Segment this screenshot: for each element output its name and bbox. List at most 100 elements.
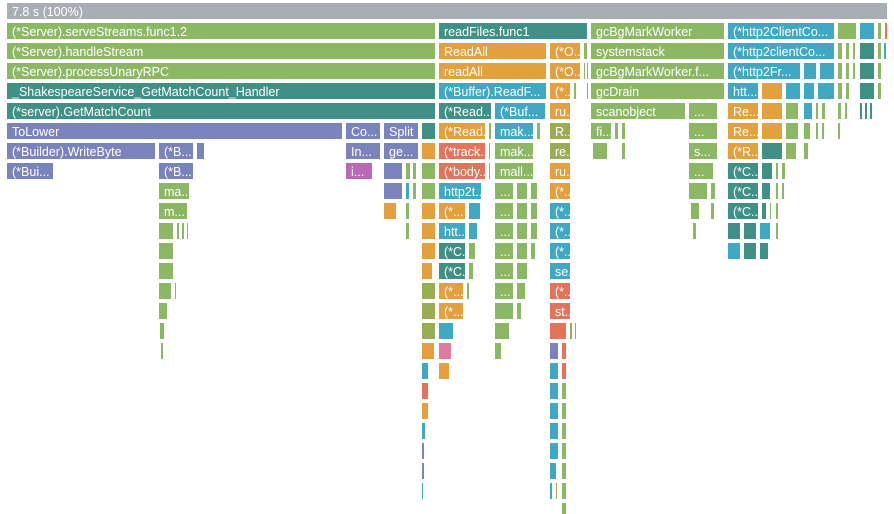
flame-frame-unlabeled[interactable] xyxy=(586,62,589,80)
flame-frame[interactable]: (*C... xyxy=(727,162,759,180)
flame-frame-unlabeled[interactable] xyxy=(817,82,835,100)
flame-frame-unlabeled[interactable] xyxy=(743,222,757,240)
flame-frame[interactable]: (*C... xyxy=(727,182,759,200)
flame-frame-unlabeled[interactable] xyxy=(421,262,433,280)
flame-frame[interactable]: ge... xyxy=(383,142,419,160)
flame-frame-unlabeled[interactable] xyxy=(815,122,819,140)
flame-frame[interactable]: (*C... xyxy=(727,202,759,220)
flame-frame[interactable]: (*Buf... xyxy=(494,102,546,120)
flame-frame-unlabeled[interactable] xyxy=(837,42,843,60)
flame-frame[interactable]: ... xyxy=(494,222,514,240)
flame-frame-unlabeled[interactable] xyxy=(710,182,716,200)
flame-frame-unlabeled[interactable] xyxy=(160,342,164,360)
flame-frame-unlabeled[interactable] xyxy=(877,22,882,40)
flame-frame[interactable]: (*http2Fr... xyxy=(727,62,801,80)
flame-frame-unlabeled[interactable] xyxy=(536,122,541,140)
flame-frame[interactable]: (*Builder).WriteByte xyxy=(6,142,156,160)
flame-frame-unlabeled[interactable] xyxy=(549,482,553,500)
flame-frame[interactable]: Split xyxy=(383,122,419,140)
flame-frame-unlabeled[interactable] xyxy=(421,442,425,460)
flame-frame[interactable]: (*... xyxy=(438,302,464,320)
flame-frame-unlabeled[interactable] xyxy=(803,102,813,120)
flame-frame-unlabeled[interactable] xyxy=(530,182,538,200)
flame-frame[interactable]: (*... xyxy=(549,202,571,220)
flame-frame-unlabeled[interactable] xyxy=(785,102,799,120)
flame-frame-unlabeled[interactable] xyxy=(158,242,174,260)
flame-frame[interactable]: (*... xyxy=(549,222,571,240)
flame-frame-unlabeled[interactable] xyxy=(158,302,168,320)
flame-frame-unlabeled[interactable] xyxy=(781,182,785,200)
flame-frame-unlabeled[interactable] xyxy=(468,262,474,280)
flame-frame-unlabeled[interactable] xyxy=(561,502,567,514)
flame-frame-unlabeled[interactable] xyxy=(819,62,835,80)
flame-frame-unlabeled[interactable] xyxy=(561,442,567,460)
flame-frame-unlabeled[interactable] xyxy=(761,162,773,180)
flame-frame-unlabeled[interactable] xyxy=(516,282,526,300)
flame-frame-unlabeled[interactable] xyxy=(837,22,857,40)
flame-frame-unlabeled[interactable] xyxy=(837,82,843,100)
flame-frame[interactable]: (*... xyxy=(549,282,571,300)
flame-frame-unlabeled[interactable] xyxy=(421,462,425,480)
flame-frame-unlabeled[interactable] xyxy=(592,142,608,160)
flame-frame[interactable]: (*http2ClientCo... xyxy=(727,22,835,40)
flame-frame[interactable]: (*Read... xyxy=(438,122,486,140)
flame-frame-unlabeled[interactable] xyxy=(877,62,882,80)
flame-frame-unlabeled[interactable] xyxy=(761,182,771,200)
flame-frame[interactable]: (*R... xyxy=(727,142,759,160)
flame-frame-unlabeled[interactable] xyxy=(494,342,502,360)
flame-frame-unlabeled[interactable] xyxy=(586,82,589,100)
flame-frame-unlabeled[interactable] xyxy=(438,322,454,340)
flame-frame-unlabeled[interactable] xyxy=(688,182,708,200)
flame-frame-unlabeled[interactable] xyxy=(743,242,757,260)
flame-frame-unlabeled[interactable] xyxy=(864,102,868,120)
flame-frame[interactable]: re... xyxy=(549,142,571,160)
flame-frame-unlabeled[interactable] xyxy=(466,282,470,300)
flame-frame-unlabeled[interactable] xyxy=(530,242,536,260)
flame-frame-unlabeled[interactable] xyxy=(561,482,567,500)
flame-frame-unlabeled[interactable] xyxy=(561,342,567,360)
flame-frame[interactable]: st... xyxy=(549,302,571,320)
flame-frame-unlabeled[interactable] xyxy=(516,242,528,260)
flame-frame-unlabeled[interactable] xyxy=(405,162,411,180)
flame-frame-unlabeled[interactable] xyxy=(859,22,875,40)
flame-frame-unlabeled[interactable] xyxy=(869,102,873,120)
flame-frame-unlabeled[interactable] xyxy=(421,362,429,380)
flame-frame[interactable]: (*Server).processUnaryRPC xyxy=(6,62,436,80)
flame-frame-unlabeled[interactable] xyxy=(821,122,825,140)
flame-frame[interactable]: ru... xyxy=(549,102,571,120)
flame-frame-unlabeled[interactable] xyxy=(549,362,559,380)
flame-frame-unlabeled[interactable] xyxy=(803,82,815,100)
flame-frame-unlabeled[interactable] xyxy=(421,322,436,340)
flame-frame[interactable]: se... xyxy=(549,262,571,280)
flame-frame[interactable]: scanobject xyxy=(590,102,686,120)
flame-frame[interactable]: _ShakespeareService_GetMatchCount_Handle… xyxy=(6,82,436,100)
flame-frame[interactable]: mak... xyxy=(494,122,534,140)
flame-frame[interactable]: (*... xyxy=(549,242,571,260)
flame-frame-unlabeled[interactable] xyxy=(383,202,397,220)
flame-frame[interactable]: http2t... xyxy=(438,182,482,200)
flame-frame-unlabeled[interactable] xyxy=(769,202,772,220)
flame-frame-unlabeled[interactable] xyxy=(781,162,786,180)
flame-frame-unlabeled[interactable] xyxy=(859,82,875,100)
flame-frame[interactable]: ... xyxy=(688,102,718,120)
flame-frame[interactable]: ... xyxy=(494,182,514,200)
flame-frame-unlabeled[interactable] xyxy=(159,322,165,340)
flame-frame-unlabeled[interactable] xyxy=(837,62,843,80)
flame-frame-unlabeled[interactable] xyxy=(859,42,875,60)
flame-frame-unlabeled[interactable] xyxy=(488,142,491,160)
flame-frame[interactable]: fi... xyxy=(590,122,612,140)
flame-frame-unlabeled[interactable] xyxy=(530,222,538,240)
flame-frame-unlabeled[interactable] xyxy=(421,302,436,320)
flame-frame-unlabeled[interactable] xyxy=(845,82,850,100)
flame-frame-unlabeled[interactable] xyxy=(405,222,410,240)
flame-frame-unlabeled[interactable] xyxy=(181,222,185,240)
flame-frame-unlabeled[interactable] xyxy=(516,302,522,320)
flame-frame-unlabeled[interactable] xyxy=(488,162,491,180)
flame-frame-unlabeled[interactable] xyxy=(803,122,811,140)
flame-frame-unlabeled[interactable] xyxy=(405,202,410,220)
flame-frame-unlabeled[interactable] xyxy=(412,182,417,200)
flame-frame-unlabeled[interactable] xyxy=(494,302,514,320)
flame-frame[interactable]: (*Server).serveStreams.func1.2 xyxy=(6,22,436,40)
flame-frame-unlabeled[interactable] xyxy=(759,222,771,240)
